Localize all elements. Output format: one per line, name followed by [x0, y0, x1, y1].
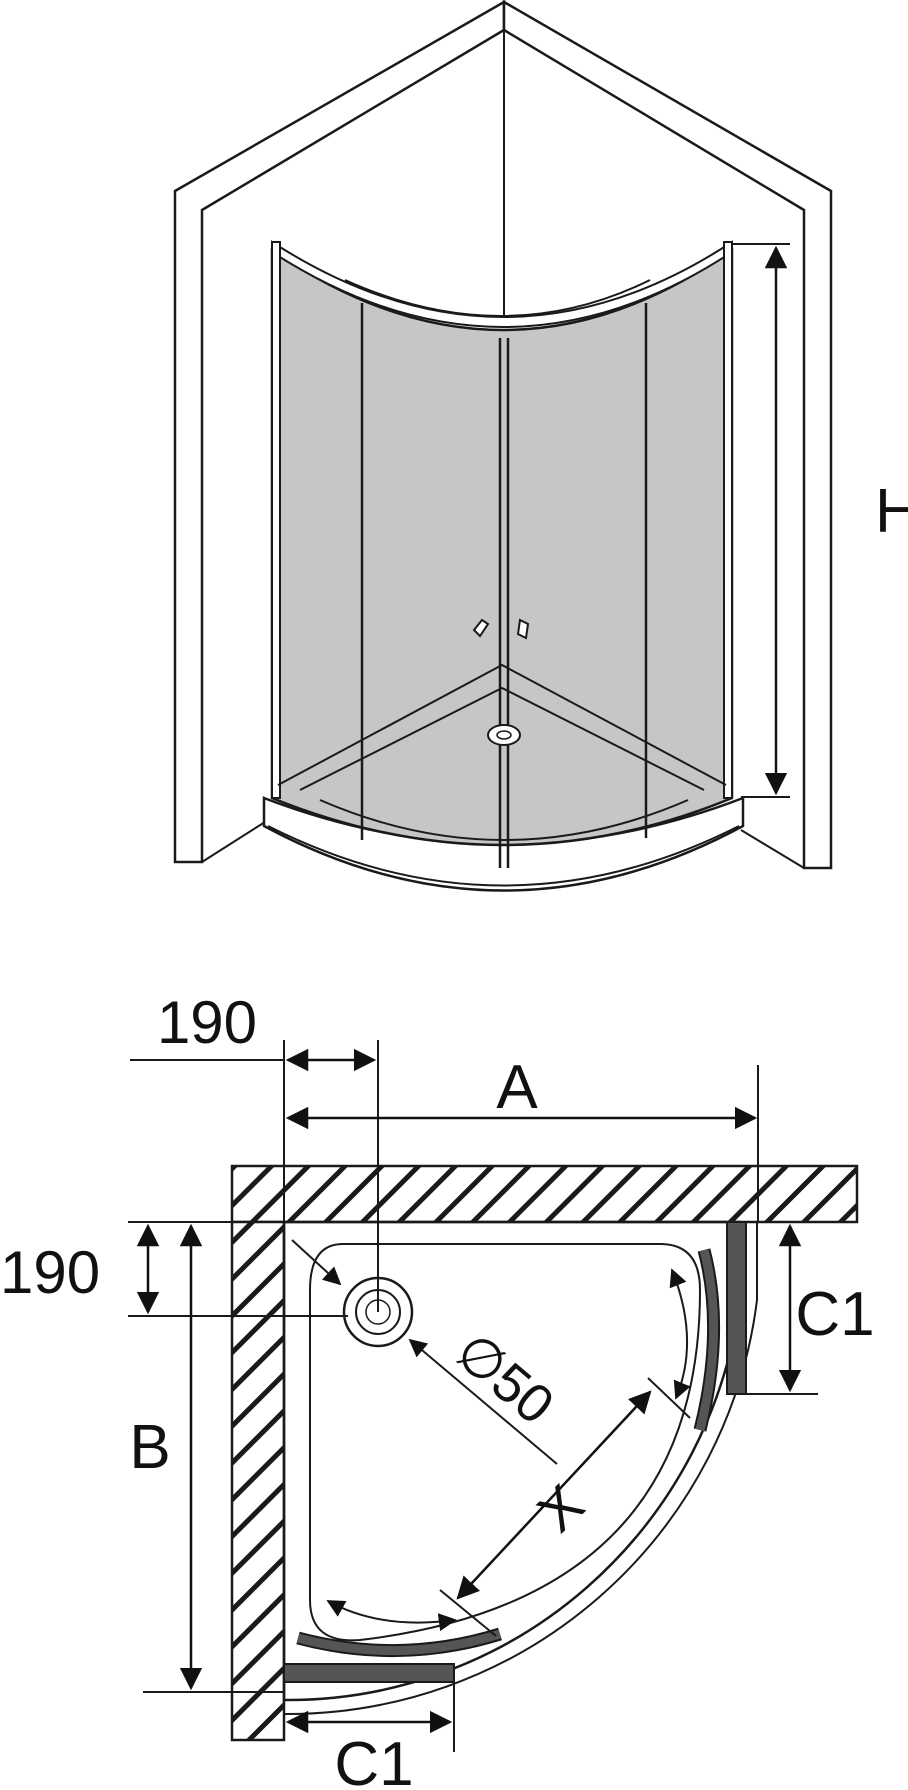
height-label: H: [875, 477, 908, 546]
left-post: [271, 241, 281, 799]
offset-top-label: 190: [157, 989, 257, 1056]
left-wall-hatched: [230, 1220, 286, 1742]
width-label: A: [496, 1053, 538, 1122]
side-panel-bottom: [283, 1663, 455, 1683]
entry-dimension: [456, 1390, 652, 1600]
side-panel-right-label: C1: [795, 1280, 874, 1349]
perspective-view: H: [173, 0, 908, 892]
plan-view: ∅50 X 190 A 190 B C1 C1: [0, 989, 875, 1790]
offset-left-label: 190: [0, 1239, 100, 1306]
depth-label: B: [129, 1413, 170, 1482]
side-panel-bottom-label: C1: [334, 1730, 413, 1790]
right-post: [723, 241, 733, 799]
entry-label: X: [525, 1472, 595, 1544]
glass-enclosure: [270, 247, 734, 847]
top-wall-hatched: [230, 1164, 859, 1224]
side-panel-right: [726, 1221, 747, 1395]
drain-icon: [487, 724, 521, 746]
tray-inner-outline: [309, 1243, 702, 1642]
handle-icon: [472, 618, 530, 640]
